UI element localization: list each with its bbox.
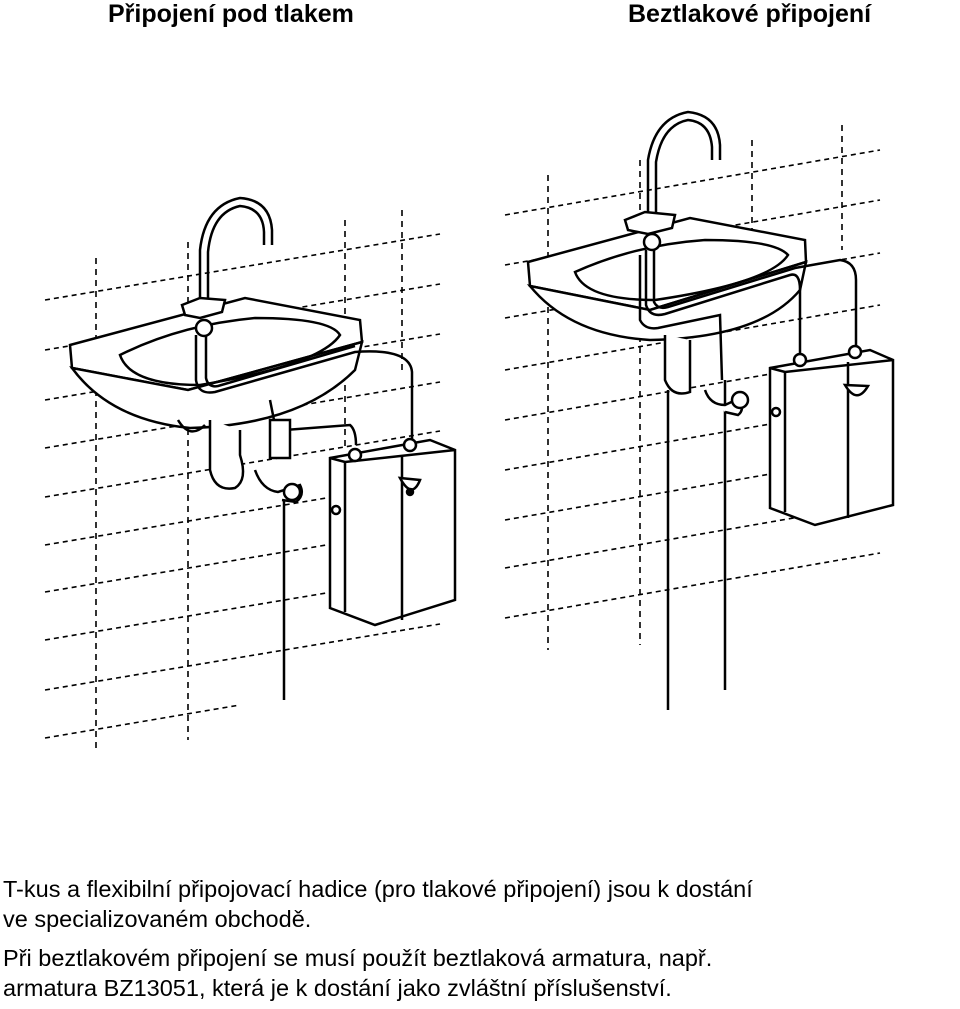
hoses-left <box>194 335 414 446</box>
faucet-left <box>180 196 274 338</box>
sink-right <box>526 216 808 395</box>
hoses-right <box>638 250 858 381</box>
caption-accessories-note: T-kus a flexibilní připojovací hadice (p… <box>3 874 958 934</box>
water-heater-left <box>328 437 457 627</box>
caption-line-3: Při beztlakovém připojení se musí použít… <box>3 945 713 971</box>
caption-non-pressurised-note: Při beztlakovém připojení se musí použít… <box>3 943 958 1003</box>
sink-left <box>68 296 364 490</box>
installation-illustration <box>44 110 895 750</box>
t-piece-valve-left <box>253 418 304 504</box>
caption-line-2: ve specializovaném obchodě. <box>3 906 312 932</box>
pressurised-connection-figure <box>44 196 457 750</box>
caption-line-4: armatura BZ13051, která je k dostání jak… <box>3 975 672 1001</box>
water-heater-right <box>768 344 895 527</box>
valve-right <box>703 389 750 417</box>
heading-non-pressurised-connection: Beztlakové připojení <box>628 0 872 28</box>
faucet-right <box>623 110 722 252</box>
caption-line-1: T-kus a flexibilní připojovací hadice (p… <box>3 876 753 902</box>
non-pressurised-connection-figure <box>504 110 895 710</box>
heading-pressurised-connection: Připojení pod tlakem <box>108 0 354 28</box>
